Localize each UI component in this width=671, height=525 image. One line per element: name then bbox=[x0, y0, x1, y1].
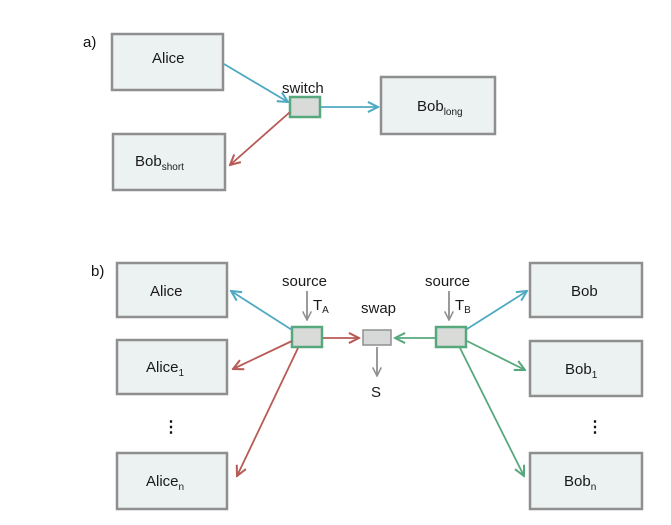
left-vertical-dots: ⋮ bbox=[163, 419, 179, 436]
arrow-switch-to-bob-short bbox=[230, 111, 291, 165]
switch-label: switch bbox=[282, 80, 324, 97]
source-b-node bbox=[434, 325, 468, 349]
panel-b-label: b) bbox=[91, 263, 104, 280]
alice-box-b: Alice bbox=[115, 261, 229, 319]
time-label-s: S bbox=[371, 384, 381, 401]
alice-n-box: Alicen bbox=[115, 451, 229, 511]
bob-long-box: Boblong bbox=[379, 75, 497, 136]
bob-label-b: Bob bbox=[571, 283, 598, 300]
alice-n-label: Alicen bbox=[146, 473, 184, 493]
source-b-label: source bbox=[425, 273, 470, 290]
bob-1-box: Bob1 bbox=[528, 339, 644, 398]
right-vertical-dots: ⋮ bbox=[587, 419, 603, 436]
bob-1-label: Bob1 bbox=[565, 361, 598, 381]
alice-label-a: Alice bbox=[152, 50, 185, 67]
swap-label: swap bbox=[361, 300, 396, 317]
source-a-label: source bbox=[282, 273, 327, 290]
alice-1-box: Alice1 bbox=[115, 338, 229, 396]
switch-node bbox=[288, 95, 322, 119]
alice-label-b: Alice bbox=[150, 283, 183, 300]
arrow-source-a-to-alice-1 bbox=[233, 340, 293, 369]
bob-short-label: Bobshort bbox=[135, 153, 184, 173]
arrow-source-b-to-bob-1 bbox=[466, 340, 525, 370]
swap-node bbox=[362, 329, 392, 346]
time-label-b: TB bbox=[455, 297, 471, 316]
arrow-source-b-to-bob bbox=[466, 291, 527, 330]
alice-1-label: Alice1 bbox=[146, 359, 185, 379]
time-label-a: TA bbox=[313, 297, 329, 316]
source-a-node bbox=[290, 325, 324, 349]
arrow-source-a-to-alice bbox=[231, 291, 293, 331]
alice-box-a: Alice bbox=[110, 32, 225, 92]
bob-short-box: Bobshort bbox=[111, 132, 227, 192]
bob-n-label: Bobn bbox=[564, 473, 596, 493]
arrow-alice-to-switch bbox=[223, 63, 288, 102]
arrow-source-a-to-alice-n bbox=[237, 347, 299, 476]
arrow-source-b-to-bob-n bbox=[459, 347, 524, 476]
bob-box-b: Bob bbox=[528, 261, 644, 319]
bob-long-label: Boblong bbox=[417, 98, 463, 118]
bob-n-box: Bobn bbox=[528, 451, 644, 511]
panel-a-label: a) bbox=[83, 34, 96, 51]
